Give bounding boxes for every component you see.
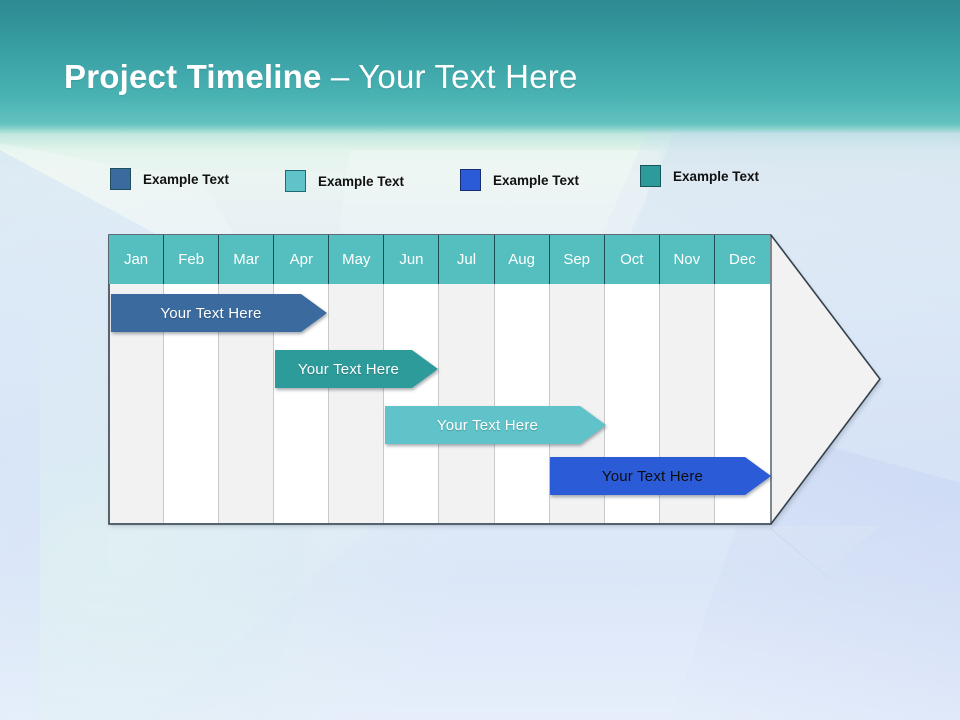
legend-swatch-icon — [640, 165, 661, 187]
chart-body: Jan Feb Mar Apr May Jun Jul Aug Sep Oct … — [108, 234, 883, 526]
legend-item-3[interactable]: Example Text — [460, 169, 579, 191]
legend-item-label: Example Text — [143, 171, 230, 187]
legend-item-label: Example Text — [493, 172, 580, 188]
legend-item-label: Example Text — [318, 173, 405, 189]
legend-swatch-icon — [110, 168, 131, 190]
legend-item-1[interactable]: Example Text — [110, 168, 229, 190]
legend-item-label: Example Text — [673, 168, 760, 184]
task-bar-3[interactable]: Your Text Here — [385, 406, 606, 444]
page-title-bold: Project Timeline — [64, 58, 322, 95]
task-bar-1[interactable]: Your Text Here — [111, 294, 327, 332]
title-band — [0, 0, 960, 134]
page-title-rest: – Your Text Here — [321, 58, 578, 95]
task-bar-label: Your Text Here — [601, 467, 704, 485]
task-bar-2[interactable]: Your Text Here — [275, 350, 438, 388]
page-title: Project Timeline – Your Text Here — [64, 58, 578, 96]
task-bar-4[interactable]: Your Text Here — [550, 457, 771, 495]
task-bars: Your Text Here Your Text Here Your Text … — [108, 234, 883, 526]
legend-item-2[interactable]: Example Text — [285, 170, 404, 192]
legend: Example Text Example Text Example Text E… — [110, 165, 850, 201]
legend-item-4[interactable]: Example Text — [640, 165, 759, 187]
task-bar-label: Your Text Here — [297, 360, 400, 378]
task-bar-label: Your Text Here — [160, 304, 262, 322]
timeline-chart: Jan Feb Mar Apr May Jun Jul Aug Sep Oct … — [108, 234, 883, 527]
task-bar-label: Your Text Here — [436, 416, 539, 434]
legend-swatch-icon — [285, 170, 306, 192]
legend-swatch-icon — [460, 169, 481, 191]
